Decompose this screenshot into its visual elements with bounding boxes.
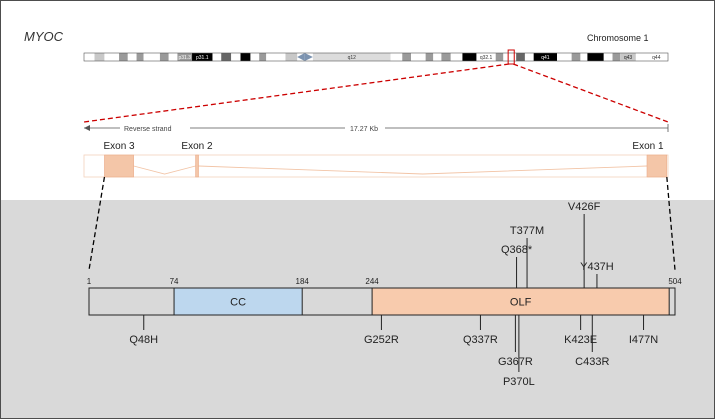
chromosome-band	[221, 53, 232, 61]
chromosome-label: Chromosome 1	[587, 33, 649, 43]
chromosome-band	[285, 53, 298, 61]
exon-block	[646, 154, 668, 178]
chromosome-band	[192, 53, 213, 61]
chromosome-band	[612, 53, 621, 61]
zoom-line-left	[83, 63, 510, 123]
protein-domain-label: OLF	[510, 297, 532, 309]
variant-label: Q337R	[463, 334, 498, 346]
chromosome-band	[644, 53, 668, 61]
chromosome-band	[450, 53, 463, 61]
chromosome-band	[433, 53, 442, 61]
protein-bar-outline	[88, 287, 676, 316]
intron-line	[133, 165, 196, 175]
chromosome-band-label: q43	[624, 55, 633, 61]
exon-track: Exon 3 Exon 2 Exon 1	[83, 141, 676, 271]
chromosome-band	[441, 53, 451, 61]
strand-label: Reverse strand	[124, 126, 172, 133]
protein-domain	[371, 287, 670, 316]
chromosome-band	[177, 53, 193, 61]
chromosome-band	[159, 53, 169, 61]
exon-label: Exon 2	[181, 141, 213, 152]
chromosome-band	[533, 53, 558, 61]
chromosome-band-label: q32.1	[480, 55, 493, 61]
protein-domain-label: CC	[230, 297, 246, 309]
chromosome-band-label: q41	[541, 55, 550, 61]
chromosome-region-highlight	[507, 49, 515, 65]
chromosome-band	[259, 53, 267, 61]
chromosome-band	[587, 53, 604, 61]
chromosome-band	[557, 53, 572, 61]
chromosome-ideogram: p31.3 p31.1 q12 q32.1 q41 q43 q44	[83, 49, 669, 65]
variant-label: G252R	[364, 334, 399, 346]
protein-diagram: CC OLF 1 74 184 244 504 Q368* T377M V426F Y437H Q48…	[87, 201, 682, 388]
variant-label: P370L	[503, 376, 535, 388]
gene-locus-box	[83, 154, 669, 178]
protein-position-label: 1	[87, 277, 92, 286]
chromosome-band	[462, 53, 477, 61]
chromosome-band	[524, 53, 534, 61]
chromosome-band	[603, 53, 613, 61]
chromosome-band	[104, 53, 120, 61]
variant-label: V426F	[568, 201, 601, 213]
variant-label: K423E	[564, 334, 597, 346]
zoom-lines	[83, 63, 669, 123]
chromosome-band	[136, 53, 144, 61]
chromosome-band	[143, 53, 160, 61]
chromosome-centromere	[297, 53, 305, 61]
variant-label: C433R	[575, 356, 609, 368]
variant-label: Q368*	[501, 244, 533, 256]
chromosome-band	[127, 53, 137, 61]
chromosome-band	[571, 53, 581, 61]
chromosome-band	[503, 53, 517, 61]
chromosome-band	[402, 53, 412, 61]
chromosome-band-label: q12	[348, 55, 357, 61]
chromosome-band	[119, 53, 128, 61]
protein-position-label: 244	[365, 277, 379, 286]
chromosome-band	[620, 53, 636, 61]
gene-name: MYOC	[24, 29, 64, 44]
variant-label: I477N	[629, 334, 658, 346]
protein-position-label: 74	[170, 277, 179, 286]
exon-block	[104, 154, 134, 178]
zoom-line-right	[513, 63, 669, 123]
chromosome-band	[168, 53, 178, 61]
exon-block	[195, 154, 199, 178]
exon-label: Exon 1	[632, 141, 664, 152]
exon-label: Exon 3	[103, 141, 135, 152]
chromosome-band	[476, 53, 496, 61]
chromosome-band	[84, 53, 95, 61]
chromosome-band	[411, 53, 426, 61]
chromosome-band	[212, 53, 222, 61]
chromosome-band	[580, 53, 588, 61]
chromosome-band-label: p31.1	[196, 55, 209, 61]
chromosome-band	[495, 53, 504, 61]
chromosome-band	[266, 53, 286, 61]
chromosome-band	[312, 53, 391, 61]
chromosome-band	[390, 53, 403, 61]
chromosome-band	[231, 53, 241, 61]
gene-length-label: 17.27 Kb	[350, 126, 378, 133]
variant-label: Q48H	[129, 334, 158, 346]
chromosome-band	[250, 53, 260, 61]
chromosome-outline	[83, 52, 669, 62]
chromosome-band	[635, 53, 645, 61]
variant-label: G367R	[498, 356, 533, 368]
chromosome-band-label: q44	[652, 55, 661, 61]
chromosome-centromere	[304, 53, 313, 61]
variant-label: Y437H	[580, 261, 614, 273]
chromosome-band	[516, 53, 525, 61]
chromosome-band	[94, 53, 105, 61]
chromosome-band	[425, 53, 434, 61]
variant-label: T377M	[510, 225, 544, 237]
intron-line	[198, 165, 647, 175]
protein-position-label: 504	[668, 277, 682, 286]
strand-arrowhead	[84, 125, 90, 131]
protein-domain	[173, 287, 303, 316]
chromosome-band-label: p31.3	[178, 55, 191, 61]
protein-position-label: 184	[296, 277, 310, 286]
chromosome-band	[240, 53, 251, 61]
